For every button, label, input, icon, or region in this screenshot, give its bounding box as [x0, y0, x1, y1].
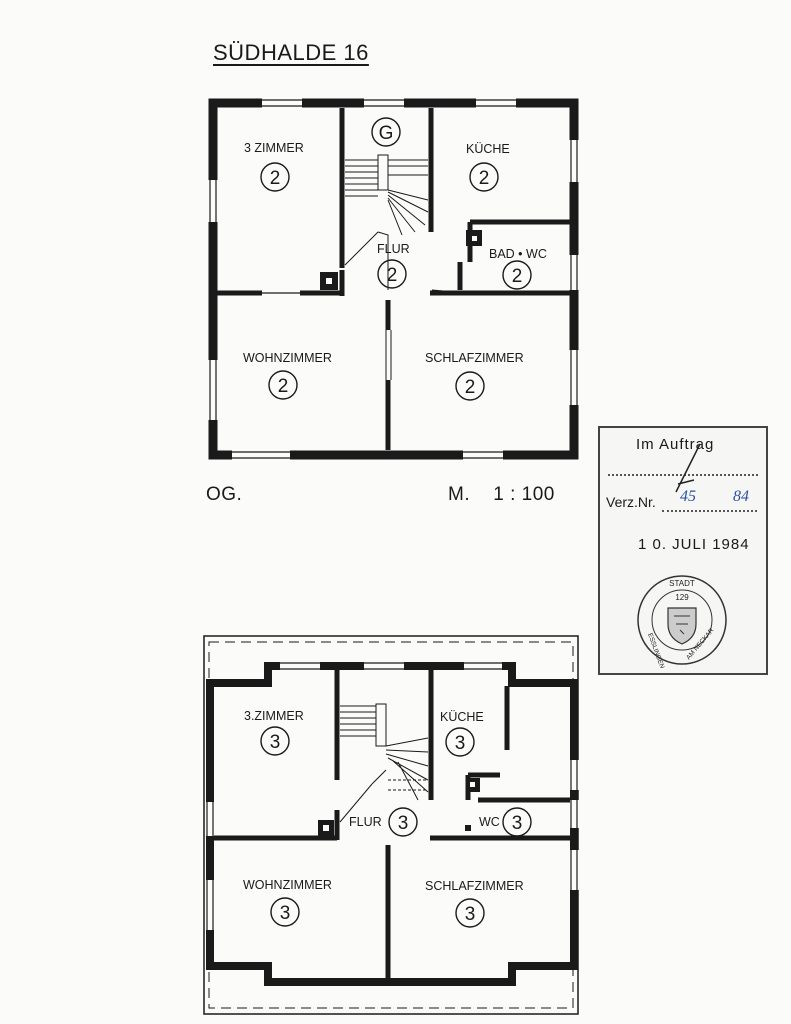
approval-stamp: Im Auftrag Verz.Nr. 45 84 1 0. JULI 1984… — [598, 426, 768, 675]
dg-room-number-schlafzimmer: 3 — [465, 904, 476, 925]
dg-room-label-wc: WC — [479, 815, 500, 829]
og-room-number-kueche: 2 — [479, 168, 490, 189]
og-room-number-flur: 2 — [387, 265, 398, 286]
dg-room-label-kueche: KÜCHE — [440, 710, 484, 724]
dg-room-label-zimmer: 3.ZIMMER — [244, 709, 304, 723]
og-labels: G 3 ZIMMER 2 KÜCHE 2 FLUR 2 BAD • WC 2 W… — [243, 117, 547, 401]
og-room-label-bad: BAD • WC — [489, 247, 547, 261]
stamp-date: 1 0. JULI 1984 — [638, 536, 750, 553]
seal-text-stadt: STADT — [669, 579, 695, 588]
stamp-heading: Im Auftrag — [636, 436, 715, 453]
og-room-number-zimmer: 2 — [270, 168, 281, 189]
dg-room-number-flur: 3 — [398, 813, 409, 834]
stamp-dotted-line — [608, 474, 758, 476]
dg-room-label-flur: FLUR — [349, 815, 382, 829]
stamp-verz-dots — [662, 510, 757, 512]
dg-room-number-kueche: 3 — [455, 733, 466, 754]
dg-room-number-wohnzimmer: 3 — [280, 903, 291, 924]
stair-marker: G — [379, 123, 394, 144]
og-room-label-zimmer: 3 ZIMMER — [244, 141, 304, 155]
signature-mark — [675, 443, 701, 493]
seal-text-number: 129 — [675, 593, 689, 602]
stamp-verz-number: 45 — [680, 488, 696, 505]
dg-room-label-schlafzimmer: SCHLAFZIMMER — [425, 879, 524, 893]
og-plan — [208, 98, 579, 460]
og-room-label-schlafzimmer: SCHLAFZIMMER — [425, 351, 524, 365]
drawing-title: SÜDHALDE 16 — [213, 40, 369, 65]
og-room-label-kueche: KÜCHE — [466, 142, 510, 156]
og-room-number-bad: 2 — [512, 266, 523, 287]
scale-label: M. 1 : 100 — [448, 484, 555, 505]
stamp-verz-year: 84 — [733, 488, 749, 505]
stamp-verz-label: Verz.Nr. — [606, 494, 656, 510]
dg-room-number-wc: 3 — [512, 813, 523, 834]
dg-labels: 3.ZIMMER 3 KÜCHE 3 FLUR 3 WC 3 WOHNZIMME… — [243, 709, 532, 928]
og-room-label-wohnzimmer: WOHNZIMMER — [243, 351, 332, 365]
dg-room-label-wohnzimmer: WOHNZIMMER — [243, 878, 332, 892]
og-room-label-flur: FLUR — [377, 242, 410, 256]
og-room-number-schlafzimmer: 2 — [465, 377, 476, 398]
stair-marker-circle — [371, 117, 401, 147]
floor-label-og: OG. — [206, 484, 243, 505]
city-seal: STADT 129 ESSLINGEN AM NECKAR — [637, 575, 727, 668]
dg-plan — [203, 635, 579, 1015]
dg-room-number-zimmer: 3 — [270, 732, 281, 753]
og-room-number-wohnzimmer: 2 — [278, 376, 289, 397]
